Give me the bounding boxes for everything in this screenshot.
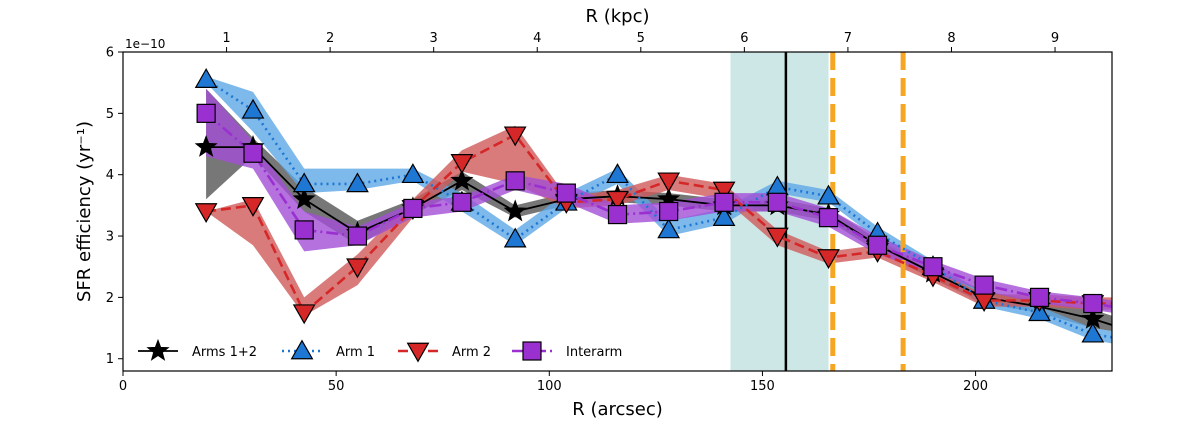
marker-series-0-2 (292, 187, 316, 210)
marker-series-3-6 (505, 171, 525, 191)
marker-series-2-0 (194, 203, 218, 224)
marker-series-3-0 (196, 103, 216, 123)
top-x-tick-label-3: 4 (533, 31, 541, 46)
x-tick-label-1: 50 (328, 379, 345, 394)
marker-series-1-0 (194, 68, 218, 88)
legend-marker-2 (406, 342, 430, 363)
plot-frame (122, 51, 1113, 372)
top-x-tick-label-2: 3 (430, 31, 438, 46)
marker-series-1-9 (657, 218, 681, 239)
legend-marker-1 (290, 339, 314, 360)
marker-series-1-17 (1081, 322, 1105, 343)
marker-series-2-11 (765, 227, 789, 248)
marker-series-3-11 (767, 192, 787, 212)
marker-series-3-12 (818, 208, 839, 228)
marker-series-2-1 (241, 197, 265, 217)
top-x-tick-label-4: 5 (637, 31, 645, 46)
marker-series-3-8 (607, 204, 628, 225)
top-x-axis-label: R (kpc) (585, 6, 649, 27)
y-axis-label: SFR efficiency (yr⁻¹) (74, 121, 95, 302)
marker-series-3-10 (714, 192, 734, 212)
y-tick-label-4: 5 (106, 107, 114, 122)
top-x-tick-label-1: 2 (326, 31, 334, 46)
marker-series-2-8 (606, 190, 629, 211)
marker-series-3-3 (347, 226, 368, 246)
x-tick-label-4: 200 (963, 379, 988, 394)
band-series-3 (206, 88, 1112, 313)
marker-series-3-16 (1029, 287, 1050, 307)
top-x-tick-label-0: 1 (222, 31, 230, 46)
marker-series-3-1 (243, 143, 263, 163)
y-tick-label-2: 3 (106, 230, 114, 245)
marker-series-2-9 (657, 172, 681, 193)
legend-label-1: Arm 1 (336, 345, 375, 360)
legend-label-0: Arms 1+2 (192, 345, 257, 360)
marker-series-3-4 (403, 198, 423, 219)
y-offset-label: 1e−10 (125, 37, 165, 51)
y-tick-label-3: 4 (106, 168, 114, 183)
marker-series-3-2 (294, 220, 314, 240)
y-tick-label-5: 6 (106, 46, 114, 61)
marker-series-3-15 (974, 275, 994, 295)
marker-series-2-3 (346, 258, 369, 279)
marker-series-2-10 (712, 181, 736, 202)
marker-series-0-0 (194, 134, 218, 157)
top-x-tick-label-5: 6 (740, 31, 748, 46)
marker-series-2-12 (817, 249, 840, 270)
marker-series-1-4 (401, 163, 425, 184)
marker-series-2-2 (292, 304, 316, 325)
marker-series-3-17 (1083, 293, 1103, 314)
marker-series-3-7 (556, 183, 576, 203)
top-x-tick-label-7: 8 (947, 31, 955, 46)
marker-series-1-10 (712, 206, 736, 226)
top-x-tick-label-8: 9 (1051, 31, 1059, 46)
x-tick-label-2: 100 (537, 379, 562, 394)
y-tick-label-0: 1 (106, 352, 114, 367)
marker-series-1-3 (346, 172, 369, 193)
marker-series-2-5 (450, 154, 474, 174)
marker-series-2-6 (503, 126, 527, 147)
marker-series-1-8 (606, 163, 629, 184)
y-tick-label-1: 2 (106, 291, 114, 306)
top-x-tick-label-6: 7 (844, 31, 852, 46)
x-axis-label: R (arcsec) (572, 399, 663, 420)
marker-series-3-5 (452, 192, 472, 212)
legend-label-2: Arm 2 (452, 345, 491, 360)
legend-marker-3 (522, 341, 542, 361)
legend-label-3: Interarm (566, 345, 622, 360)
marker-series-3-9 (659, 201, 679, 222)
marker-series-1-6 (503, 227, 527, 248)
x-tick-label-3: 150 (750, 379, 775, 394)
x-tick-label-0: 0 (119, 379, 127, 394)
legend: Arms 1+2 Arm 1 Arm 2 Interarm (138, 338, 622, 363)
marker-series-0-6 (503, 199, 527, 222)
legend-marker-0 (146, 338, 170, 361)
marker-series-1-2 (292, 172, 316, 193)
marker-series-0-5 (450, 168, 474, 191)
marker-series-1-12 (817, 184, 840, 205)
marker-series-3-13 (867, 235, 888, 255)
marker-series-3-14 (923, 257, 943, 277)
marker-series-1-1 (241, 98, 265, 119)
